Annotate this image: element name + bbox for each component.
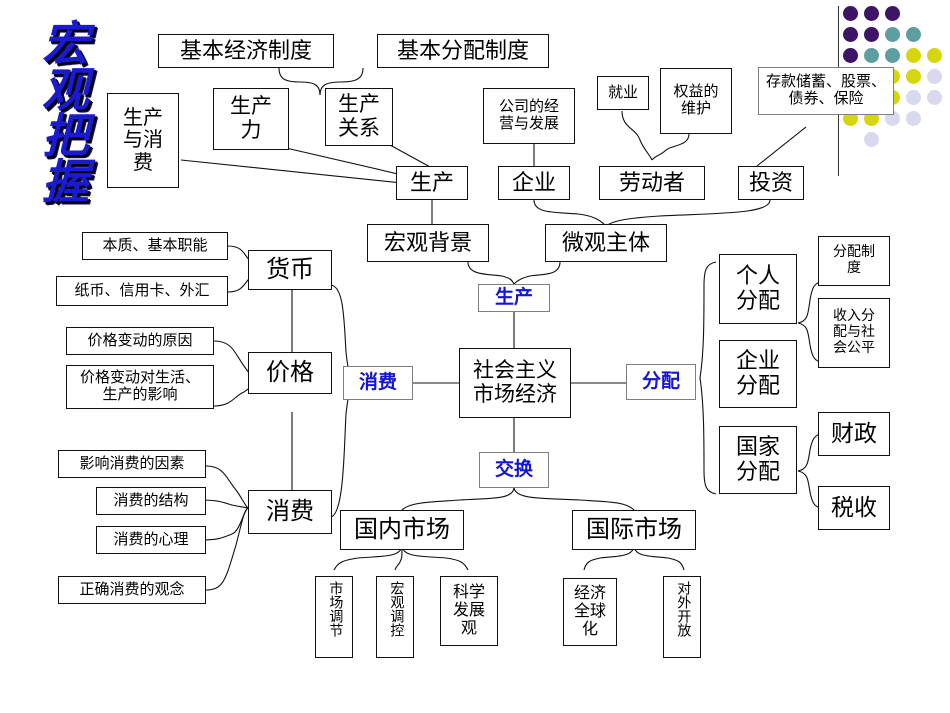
decorative-dot <box>864 48 879 63</box>
node-savings-stocks[interactable]: 存款储蓄、股票、 债券、保险 <box>758 67 894 115</box>
node-rights-protection[interactable]: 权益的 维护 <box>660 68 732 134</box>
node-investment[interactable]: 投资 <box>738 166 804 200</box>
decorative-dot <box>906 48 921 63</box>
node-state-distribution[interactable]: 国家 分配 <box>719 426 797 494</box>
node-macro-background[interactable]: 宏观背景 <box>367 224 489 262</box>
decorative-dot <box>885 6 900 21</box>
node-employment[interactable]: 就业 <box>597 76 649 110</box>
node-finance[interactable]: 财政 <box>818 412 890 456</box>
title-char-4: 握 <box>42 155 89 211</box>
node-center-exchange[interactable]: 交换 <box>479 452 549 488</box>
node-distribution-system[interactable]: 分配制 度 <box>818 236 890 286</box>
decorative-dot <box>843 27 858 42</box>
node-consumption[interactable]: 消费 <box>248 490 332 534</box>
node-income-fairness[interactable]: 收入分 配与社 会公平 <box>818 298 890 368</box>
node-price[interactable]: 价格 <box>248 352 332 394</box>
node-opening-up[interactable]: 对外开放 <box>663 576 701 658</box>
node-basic-economic-system[interactable]: 基本经济制度 <box>158 34 334 68</box>
decorative-dot <box>864 6 879 21</box>
node-production-consumption[interactable]: 生产 与消 费 <box>107 93 179 188</box>
decorative-dot <box>906 69 921 84</box>
node-economic-globalization[interactable]: 经济 全球 化 <box>563 578 617 646</box>
node-macro-control-label: 宏观调控 <box>388 581 404 637</box>
node-micro-subject[interactable]: 微观主体 <box>545 224 667 262</box>
page-title: 宏 观 把 握 <box>42 17 116 211</box>
decorative-dot <box>843 48 858 63</box>
title-char-1: 宏 <box>42 17 89 72</box>
node-price-effect[interactable]: 价格变动对生活、 生产的影响 <box>66 365 214 409</box>
node-productive-forces[interactable]: 生产 力 <box>213 88 289 150</box>
node-center-consumption[interactable]: 消费 <box>343 366 413 400</box>
node-company-operation[interactable]: 公司的经 营与发展 <box>483 88 575 144</box>
decorative-dot <box>885 48 900 63</box>
node-currency-forms[interactable]: 纸币、信用卡、外汇 <box>56 276 228 306</box>
node-socialist-market-economy[interactable]: 社会主义 市场经济 <box>459 348 571 418</box>
node-production-relations[interactable]: 生产 关系 <box>325 88 393 146</box>
node-production[interactable]: 生产 <box>396 166 468 200</box>
node-enterprise[interactable]: 企业 <box>498 166 570 200</box>
node-consumption-factors[interactable]: 影响消费的因素 <box>58 450 206 478</box>
node-market-regulation[interactable]: 市场调节 <box>315 576 353 658</box>
node-scientific-development[interactable]: 科学 发展 观 <box>440 576 498 646</box>
node-opening-up-label: 对外开放 <box>675 581 691 637</box>
decorative-dot <box>927 69 942 84</box>
node-macro-control[interactable]: 宏观调控 <box>376 576 414 658</box>
decorative-dot <box>906 27 921 42</box>
decorative-dot <box>864 132 879 147</box>
decorative-dot <box>927 90 942 105</box>
decorative-dot <box>906 90 921 105</box>
node-consumption-psychology[interactable]: 消费的心理 <box>96 526 206 554</box>
decorative-dot <box>906 111 921 126</box>
title-char-2: 观 <box>42 63 89 119</box>
node-currency[interactable]: 货币 <box>248 250 332 290</box>
node-center-distribution[interactable]: 分配 <box>626 364 696 400</box>
node-taxation[interactable]: 税收 <box>818 486 890 530</box>
decorative-dot <box>885 27 900 42</box>
decorative-dot <box>927 48 942 63</box>
node-international-market[interactable]: 国际市场 <box>572 510 696 550</box>
node-consumption-structure[interactable]: 消费的结构 <box>96 487 206 515</box>
node-laborer[interactable]: 劳动者 <box>599 166 705 200</box>
decorative-dot <box>864 27 879 42</box>
decorative-dot <box>843 6 858 21</box>
node-domestic-market[interactable]: 国内市场 <box>340 510 464 550</box>
node-basic-distribution-system[interactable]: 基本分配制度 <box>377 34 549 68</box>
node-center-production[interactable]: 生产 <box>478 284 550 312</box>
node-price-reason[interactable]: 价格变动的原因 <box>66 327 214 355</box>
node-market-regulation-label: 市场调节 <box>327 581 343 637</box>
title-char-3: 把 <box>42 109 89 165</box>
node-personal-distribution[interactable]: 个人 分配 <box>719 254 797 324</box>
node-correct-consumption[interactable]: 正确消费的观念 <box>58 576 206 604</box>
node-enterprise-distribution[interactable]: 企业 分配 <box>719 340 797 408</box>
node-currency-essence[interactable]: 本质、基本职能 <box>82 232 228 260</box>
